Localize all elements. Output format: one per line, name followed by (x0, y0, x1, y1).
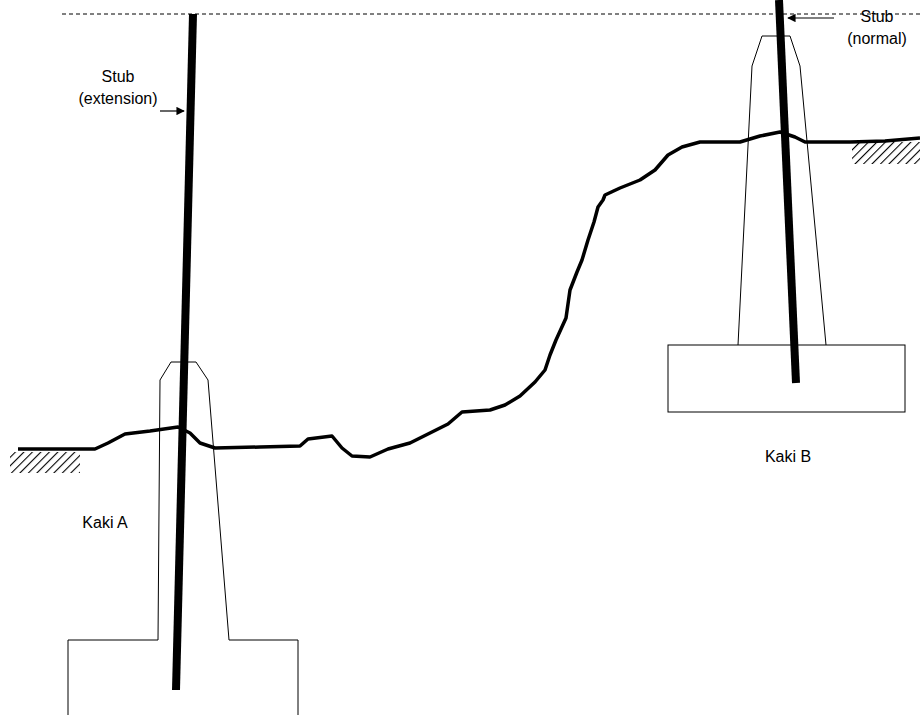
stub-extension (176, 14, 193, 690)
stub-label: Stub (extension) (72, 66, 164, 110)
stub-label: Stub (normal) (838, 6, 916, 50)
footing-label: Kaki A (70, 512, 140, 534)
stub-normal (779, 0, 796, 383)
leader-arrow (160, 110, 184, 111)
leader-arrow (788, 17, 834, 18)
ground-hatch (852, 142, 920, 164)
footing-label: Kaki B (750, 446, 826, 468)
ground-hatch (10, 452, 80, 473)
